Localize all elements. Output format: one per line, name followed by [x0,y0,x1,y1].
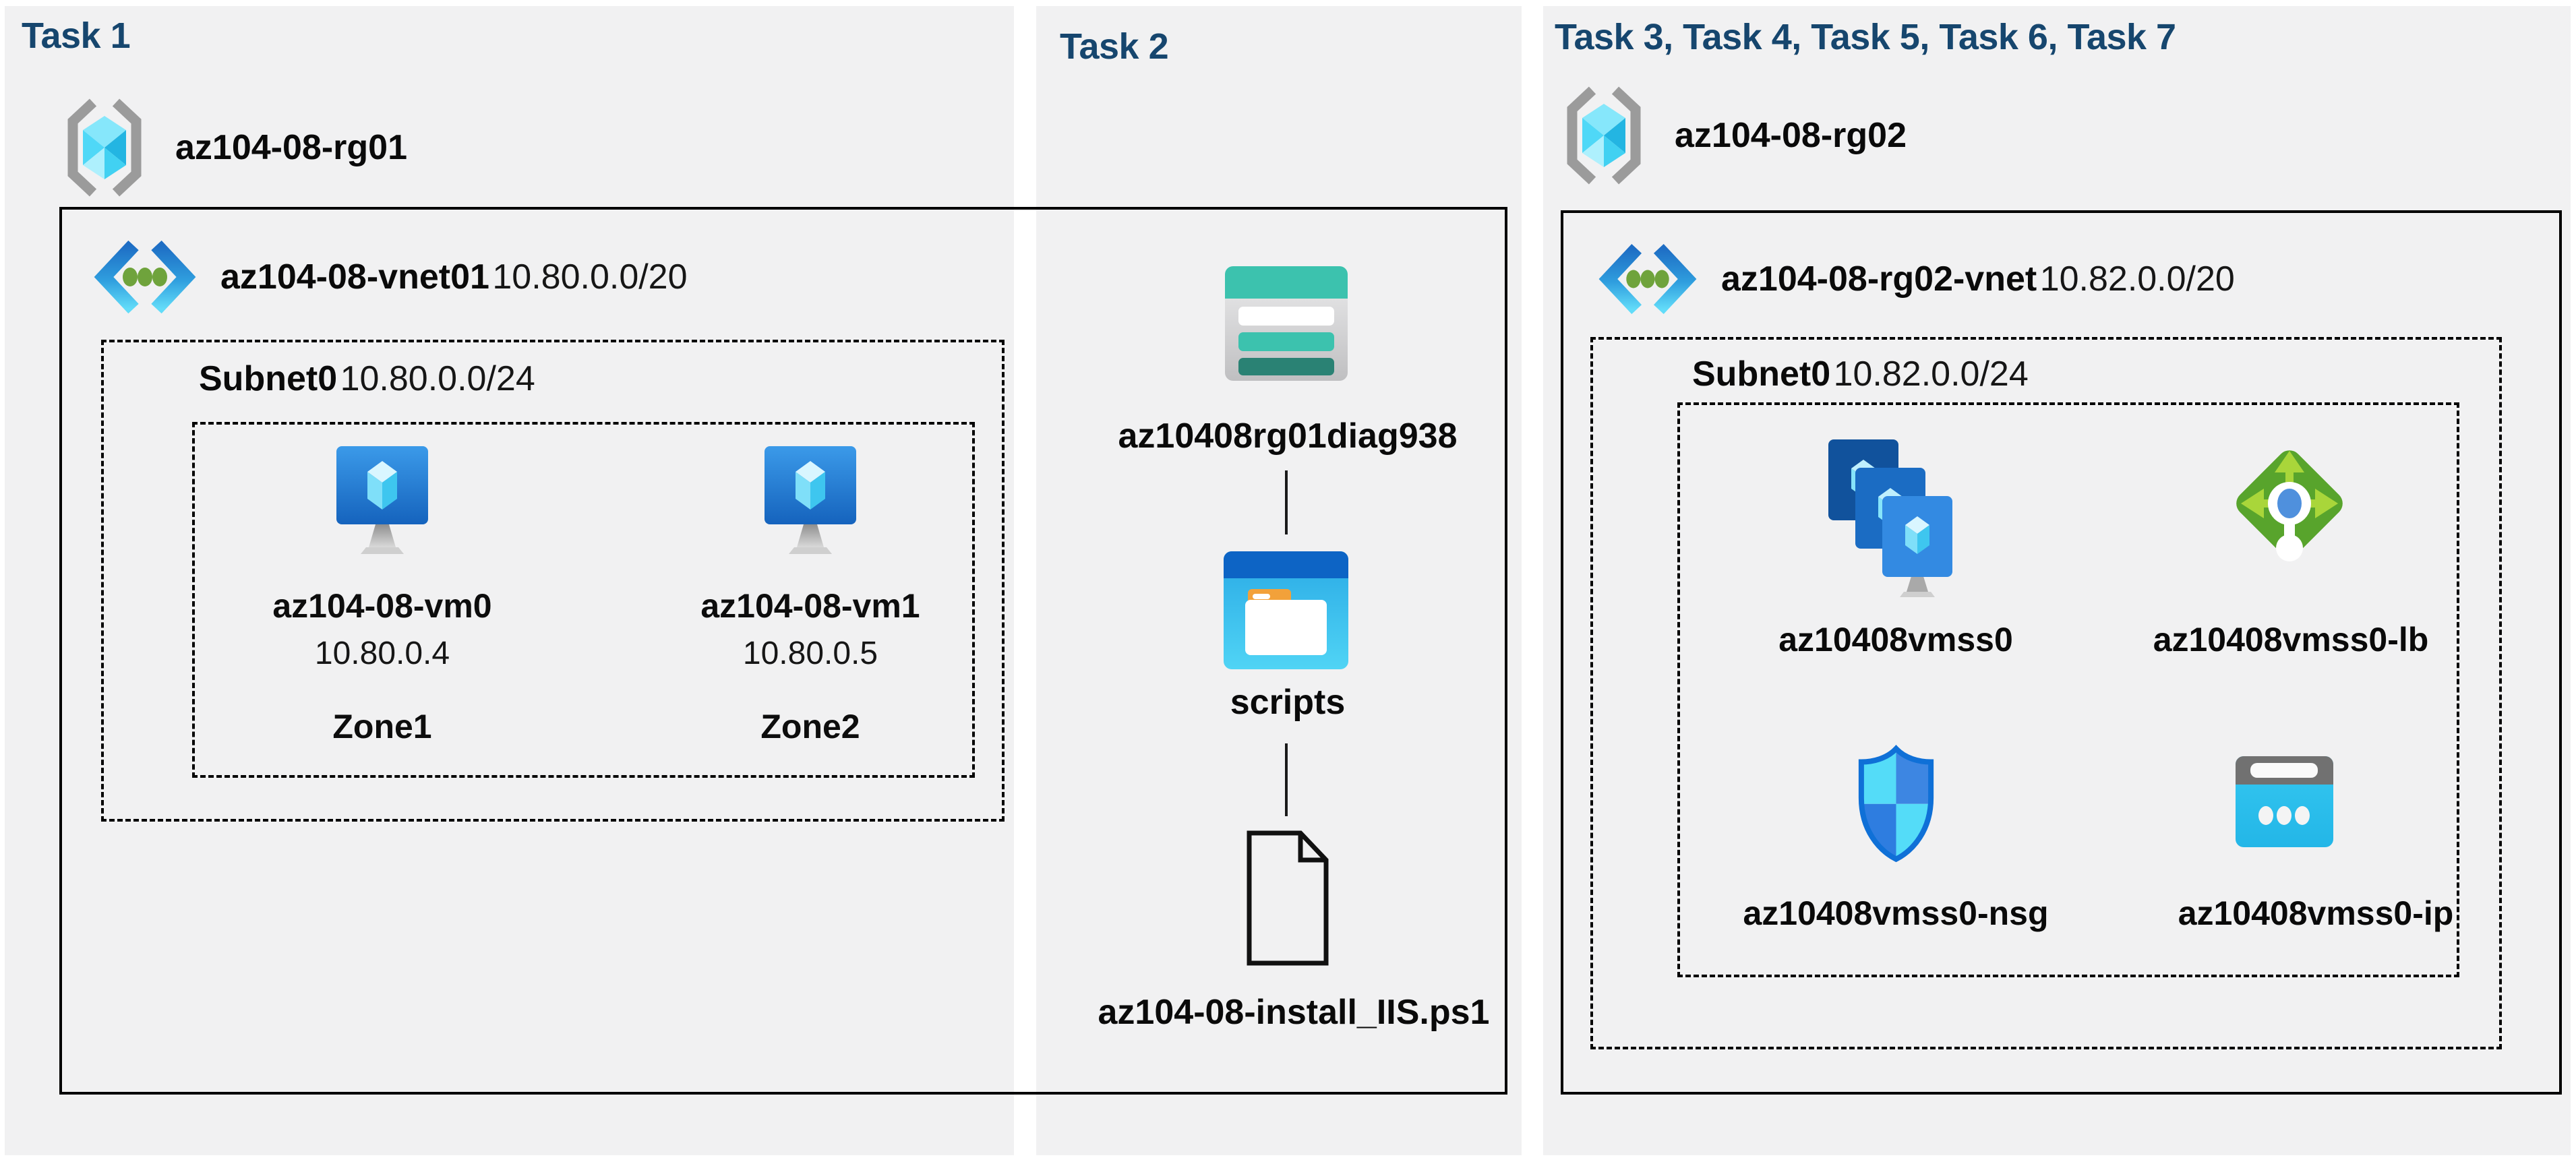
vnet01-row: az104-08-vnet01 10.80.0.0/20 [94,238,688,316]
scripts-container-label: scripts [1230,683,1346,722]
script-file-icon [1244,829,1331,967]
vm1-labels: az104-08-vm1 10.80.0.5 Zone2 [635,586,986,746]
subnet0-rg01-box [101,340,1005,822]
script-file-label: az104-08-install_IIS.ps1 [1098,993,1490,1032]
rg02-vnet-boundary-box [1561,210,2562,1095]
virtual-network-icon [1598,241,1697,317]
subnet0-rg01-label: Subnet0 10.80.0.0/24 [199,359,535,398]
rg01-label: az104-08-rg01 [175,128,407,167]
public-ip-label: az10408vmss0-ip [2178,894,2454,932]
vm0-name: az104-08-vm0 [272,587,492,625]
storage-account-icon [1225,266,1348,381]
vmss-label: az10408vmss0 [1778,621,2013,658]
vm0-labels: az104-08-vm0 10.80.0.4 Zone1 [207,586,558,746]
blob-container-icon [1224,551,1348,669]
rg02-vnet-label: az104-08-rg02-vnet 10.82.0.0/20 [1721,259,2235,299]
task3-title: Task 3, Task 4, Task 5, Task 6, Task 7 [1555,17,2176,57]
task3-panel [1543,6,2571,1155]
task1-panel [5,6,1014,1155]
virtual-machine-icon [335,445,429,559]
connector-storage-scripts [1285,470,1288,534]
subnet0-rg02-label: Subnet0 10.82.0.0/24 [1692,355,2029,394]
vm1-name: az104-08-vm1 [700,587,920,625]
zones-box [192,422,975,778]
connector-scripts-file [1285,743,1288,816]
rg02-vnet-row: az104-08-rg02-vnet 10.82.0.0/20 [1598,241,2235,317]
rg02-label: az104-08-rg02 [1675,116,1907,155]
vnet01-label: az104-08-vnet01 10.80.0.0/20 [220,257,688,297]
load-balancer-label: az10408vmss0-lb [2153,621,2429,658]
vm1-zone: Zone2 [760,708,860,745]
resource-group-icon [62,98,147,197]
load-balancer-icon [2231,441,2347,590]
public-ip-icon [2236,756,2333,847]
vm-scale-set-icon [1828,439,1963,599]
task2-title: Task 2 [1060,26,1169,67]
task1-title: Task 1 [22,16,131,56]
virtual-network-icon [94,238,196,316]
nsg-label: az10408vmss0-nsg [1743,894,2049,932]
rg02-row: az104-08-rg02 [1561,86,1907,185]
vmss-resources-box [1677,402,2459,977]
network-security-group-icon [1854,743,1938,863]
vm0-ip: 10.80.0.4 [314,636,450,671]
vm0-zone: Zone1 [332,708,432,745]
subnet0-rg02-box [1590,337,2502,1049]
storage-account-label: az10408rg01diag938 [1118,417,1458,456]
rg01-row: az104-08-rg01 [62,98,407,197]
virtual-machine-icon [763,445,858,559]
vnet01-boundary-box [59,207,1507,1095]
vm1-ip: 10.80.0.5 [742,636,878,671]
resource-group-icon [1561,86,1646,185]
